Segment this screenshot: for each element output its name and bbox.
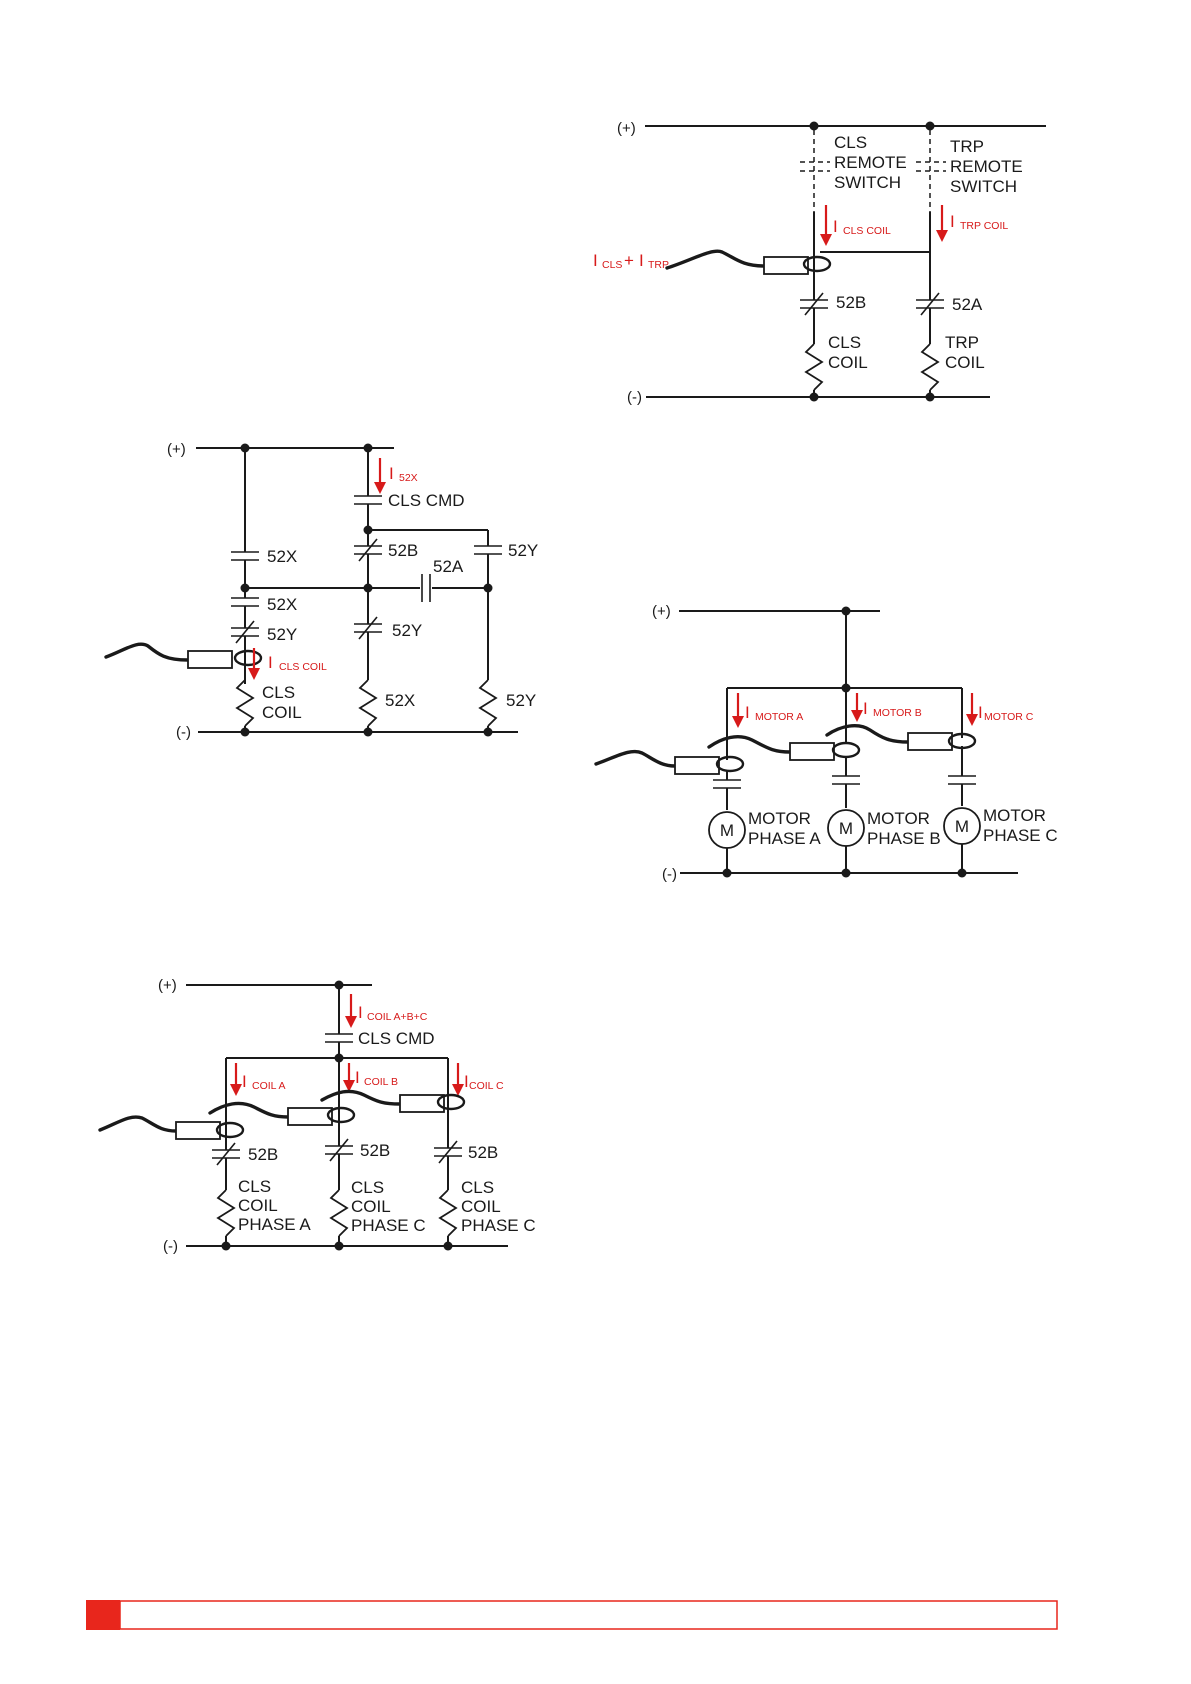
ct-cable xyxy=(665,249,766,270)
cls-coil-phase-b-label: CLS COIL PHASE C xyxy=(351,1178,426,1235)
negative-rail-label: (-) xyxy=(176,724,191,741)
trp-coil-label: TRP COIL xyxy=(945,333,985,372)
positive-rail-label: (+) xyxy=(158,977,177,994)
footer-accent-block xyxy=(86,1600,120,1630)
cls-coil-phase-c xyxy=(439,1189,457,1237)
cls-coil xyxy=(805,343,823,391)
contact-52b-a-label: 52B xyxy=(248,1145,278,1164)
current-transformer-a xyxy=(674,756,720,775)
cls-cmd-label: CLS CMD xyxy=(388,491,465,510)
trp-remote-switch-label: TRP REMOTE SWITCH xyxy=(950,137,1027,196)
cls-remote-switch-label: CLS REMOTE SWITCH xyxy=(834,133,911,192)
ct-cable xyxy=(594,749,677,768)
contact-motor-b xyxy=(831,775,861,785)
page-footer xyxy=(86,1600,1058,1630)
cls-cmd-contact xyxy=(324,1033,354,1043)
negative-rail-label: (-) xyxy=(627,389,642,406)
current-transformer-c xyxy=(399,1094,445,1113)
contact-52y-right xyxy=(473,545,503,555)
coil-52y xyxy=(479,679,497,727)
diagram-top-right: (+) CLS REMOTE SWITCH TRP REMOTE SWITCH … xyxy=(593,120,1046,406)
cls-cmd-contact xyxy=(353,495,383,505)
contact-52b-label: 52B xyxy=(836,293,866,312)
coil-52y-label: 52Y xyxy=(506,691,536,710)
current-transformer-b xyxy=(789,742,835,761)
ct-cable xyxy=(104,642,190,662)
motor-phase-a-label: MOTOR PHASE A xyxy=(748,809,821,848)
contact-52y-mid-label: 52Y xyxy=(267,625,297,644)
cls-coil-phase-c-label: CLS COIL PHASE C xyxy=(461,1178,536,1235)
negative-rail-label: (-) xyxy=(163,1238,178,1255)
contact-52y-middle-label: 52Y xyxy=(392,621,422,640)
contact-52x-top-label: 52X xyxy=(267,547,297,566)
cls-coil-phase-a-label: CLS COIL PHASE A xyxy=(238,1177,311,1234)
cls-coil-phase-a xyxy=(217,1189,235,1237)
motor-phase-c-label: MOTOR PHASE C xyxy=(983,806,1058,845)
positive-rail-label: (+) xyxy=(652,603,671,620)
current-transformer-c xyxy=(907,732,953,751)
ct-cable xyxy=(98,1115,178,1133)
contact-52x-mid xyxy=(230,597,260,607)
cls-coil-label: CLS COIL xyxy=(262,683,302,722)
cls-cmd-label: CLS CMD xyxy=(358,1029,435,1048)
current-motor-c-label: IMOTOR C xyxy=(978,703,1034,723)
current-transformer-a xyxy=(175,1121,221,1140)
contact-52x-mid-label: 52X xyxy=(267,595,297,614)
cls-coil-label: CLS COIL xyxy=(828,333,868,372)
motor-b-letter: M xyxy=(839,819,853,838)
positive-rail-label: (+) xyxy=(617,120,636,137)
negative-rail-label: (-) xyxy=(662,866,677,883)
contact-52a-label: 52A xyxy=(952,295,983,314)
contact-52b-c-label: 52B xyxy=(468,1143,498,1162)
contact-52y-right-label: 52Y xyxy=(508,541,538,560)
contact-52b-b-label: 52B xyxy=(360,1141,390,1160)
current-transformer-b xyxy=(287,1107,333,1126)
motor-a-letter: M xyxy=(720,821,734,840)
current-transformer xyxy=(187,650,233,669)
contact-52a-label: 52A xyxy=(433,557,464,576)
current-coil-c-label: ICOIL C xyxy=(464,1072,504,1092)
coil-52x xyxy=(359,679,377,727)
ct-ring xyxy=(233,649,263,667)
contact-52x-top xyxy=(230,551,260,561)
current-transformer xyxy=(763,256,809,275)
positive-rail-label: (+) xyxy=(167,441,186,458)
contact-motor-a xyxy=(712,779,742,789)
cls-coil xyxy=(236,679,254,727)
cls-coil-phase-b xyxy=(330,1189,348,1237)
motor-c-letter: M xyxy=(955,817,969,836)
trp-coil xyxy=(921,343,939,391)
contact-motor-c xyxy=(947,775,977,785)
footer-bar xyxy=(119,1600,1058,1630)
motor-phase-b-label: MOTOR PHASE B xyxy=(867,809,941,848)
ct-ring xyxy=(802,255,832,273)
coil-52x-label: 52X xyxy=(385,691,415,710)
contact-52b-label: 52B xyxy=(388,541,418,560)
